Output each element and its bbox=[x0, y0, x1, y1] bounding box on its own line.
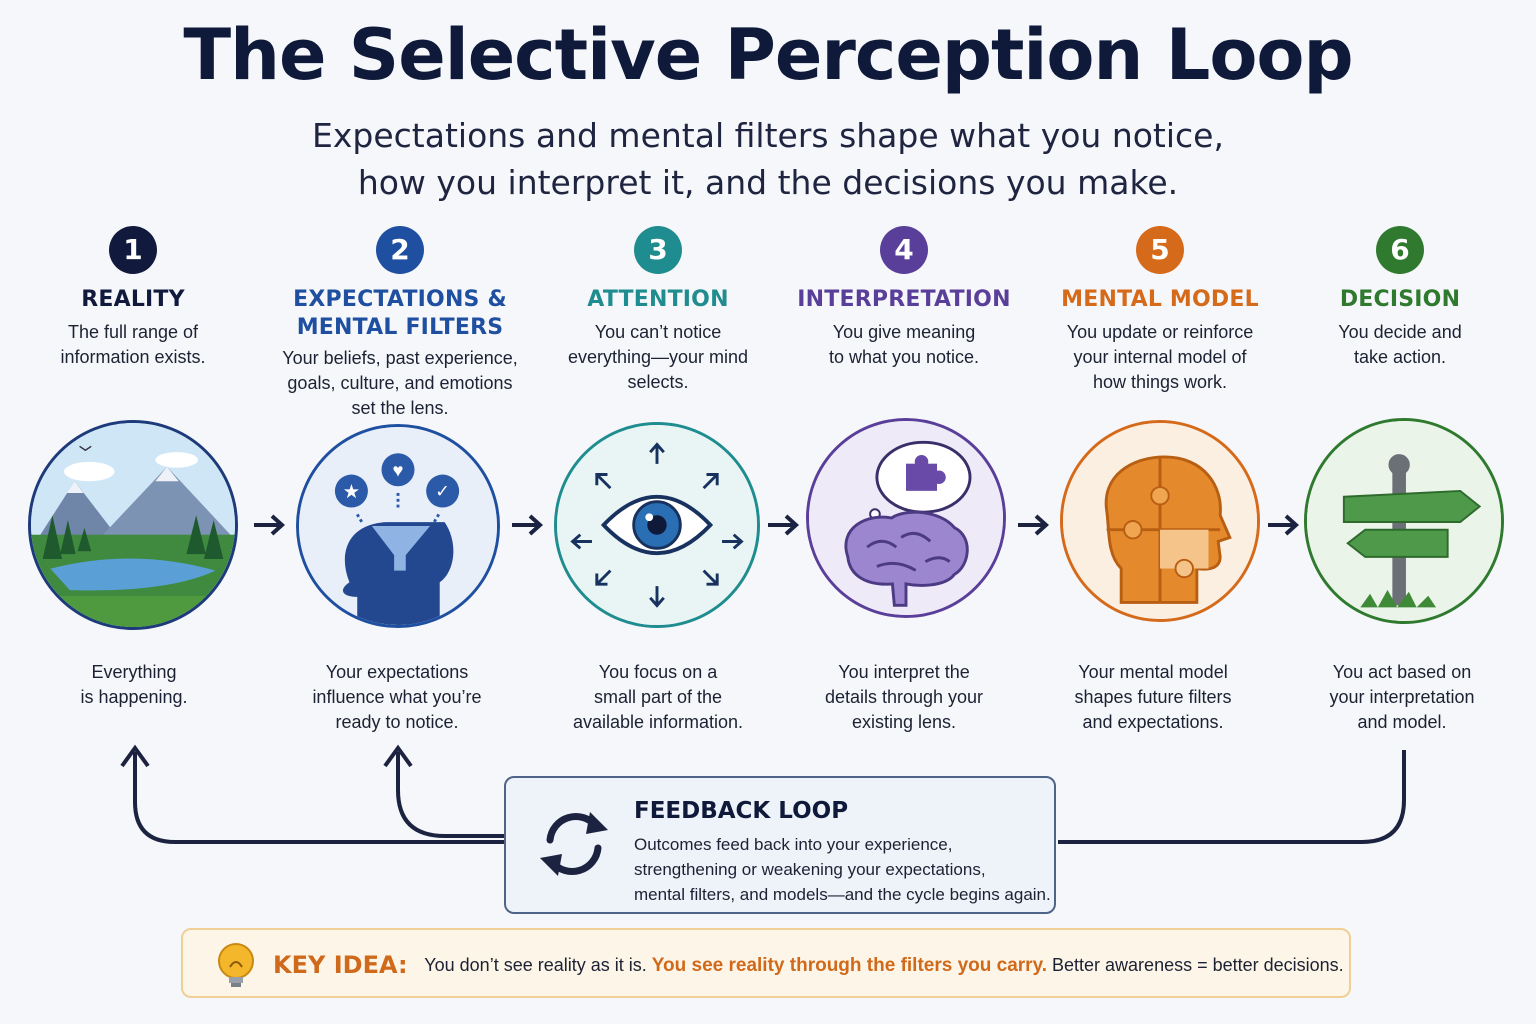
page-title: The Selective Perception Loop bbox=[183, 14, 1353, 96]
svg-text:★: ★ bbox=[343, 481, 360, 503]
step-title: DECISION bbox=[1339, 287, 1461, 312]
arrow-right-icon bbox=[1018, 514, 1049, 536]
subtitle-line-1: Expectations and mental filters shape wh… bbox=[312, 116, 1224, 155]
puzzle-head-icon bbox=[1060, 420, 1260, 622]
cycle-arrows-icon bbox=[540, 812, 608, 876]
step-description: You decide and take action. bbox=[1338, 322, 1462, 367]
step-caption: You act based on your interpretation and… bbox=[1329, 662, 1475, 732]
step-decision: 6 DECISION You decide and take action. bbox=[1270, 226, 1530, 370]
subtitle-line-2: how you interpret it, and the decisions … bbox=[357, 163, 1179, 202]
step-number: 2 bbox=[376, 226, 424, 274]
feedback-text: Outcomes feed back into your experience,… bbox=[634, 835, 1051, 904]
step-title: INTERPRETATION bbox=[797, 287, 1011, 312]
key-idea-banner: KEY IDEA: You don’t see reality as it is… bbox=[181, 928, 1351, 998]
feedback-loop-box: FEEDBACK LOOP Outcomes feed back into yo… bbox=[504, 776, 1056, 914]
step-title: ATTENTION bbox=[587, 287, 729, 312]
landscape-icon bbox=[28, 420, 238, 630]
step-title: MENTAL MODEL bbox=[1061, 287, 1259, 312]
step-mental-model: 5 MENTAL MODEL You update or reinforce y… bbox=[1030, 226, 1290, 395]
step-number: 3 bbox=[634, 226, 682, 274]
step-title: EXPECTATIONS & MENTAL FILTERS bbox=[293, 287, 507, 340]
step-caption: Everything is happening. bbox=[80, 662, 188, 707]
step-description: You give meaning to what you notice. bbox=[828, 322, 980, 367]
arrow-right-icon bbox=[1268, 514, 1299, 536]
step-reality: 1 REALITY The full range of information … bbox=[3, 226, 263, 370]
step-caption: Your mental model shapes future filters … bbox=[1074, 662, 1232, 732]
step-description: The full range of information exists. bbox=[60, 322, 206, 367]
step-title: REALITY bbox=[81, 287, 185, 312]
step-interpretation: 4 INTERPRETATION You give meaning to wha… bbox=[774, 226, 1034, 370]
brain-puzzle-icon bbox=[806, 418, 1006, 618]
arrow-right-icon bbox=[512, 514, 543, 536]
key-idea-text: KEY IDEA: You don’t see reality as it is… bbox=[273, 951, 1344, 979]
head-filter-icon: ★ ♥ ✓ bbox=[296, 424, 500, 628]
step-expectations: 2 EXPECTATIONS & MENTAL FILTERS Your bel… bbox=[255, 226, 545, 421]
svg-text:✓: ✓ bbox=[435, 481, 450, 501]
svg-text:♥: ♥ bbox=[393, 460, 404, 481]
step-caption: You focus on a small part of the availab… bbox=[572, 662, 744, 732]
arrow-right-icon bbox=[768, 514, 799, 536]
key-idea-label: KEY IDEA: bbox=[273, 951, 408, 979]
page-subtitle: Expectations and mental filters shape wh… bbox=[0, 112, 1536, 206]
step-number: 1 bbox=[109, 226, 157, 274]
step-caption: You interpret the details through your e… bbox=[824, 662, 984, 732]
step-number: 6 bbox=[1376, 226, 1424, 274]
step-description: Your beliefs, past experience, goals, cu… bbox=[282, 348, 518, 418]
eye-icon bbox=[554, 422, 760, 628]
step-description: You can’t notice everything—your mind se… bbox=[567, 322, 749, 392]
key-idea-emphasis: You see reality through the filters you … bbox=[651, 955, 1047, 976]
lightbulb-icon bbox=[218, 943, 254, 987]
feedback-title: FEEDBACK LOOP bbox=[634, 798, 849, 824]
arrow-right-icon bbox=[254, 514, 285, 536]
step-description: You update or reinforce your internal mo… bbox=[1066, 322, 1254, 392]
step-number: 5 bbox=[1136, 226, 1184, 274]
step-attention: 3 ATTENTION You can’t notice everything—… bbox=[528, 226, 788, 395]
step-number: 4 bbox=[880, 226, 928, 274]
signpost-icon bbox=[1304, 418, 1504, 624]
step-caption: Your expectations influence what you’re … bbox=[312, 662, 482, 732]
